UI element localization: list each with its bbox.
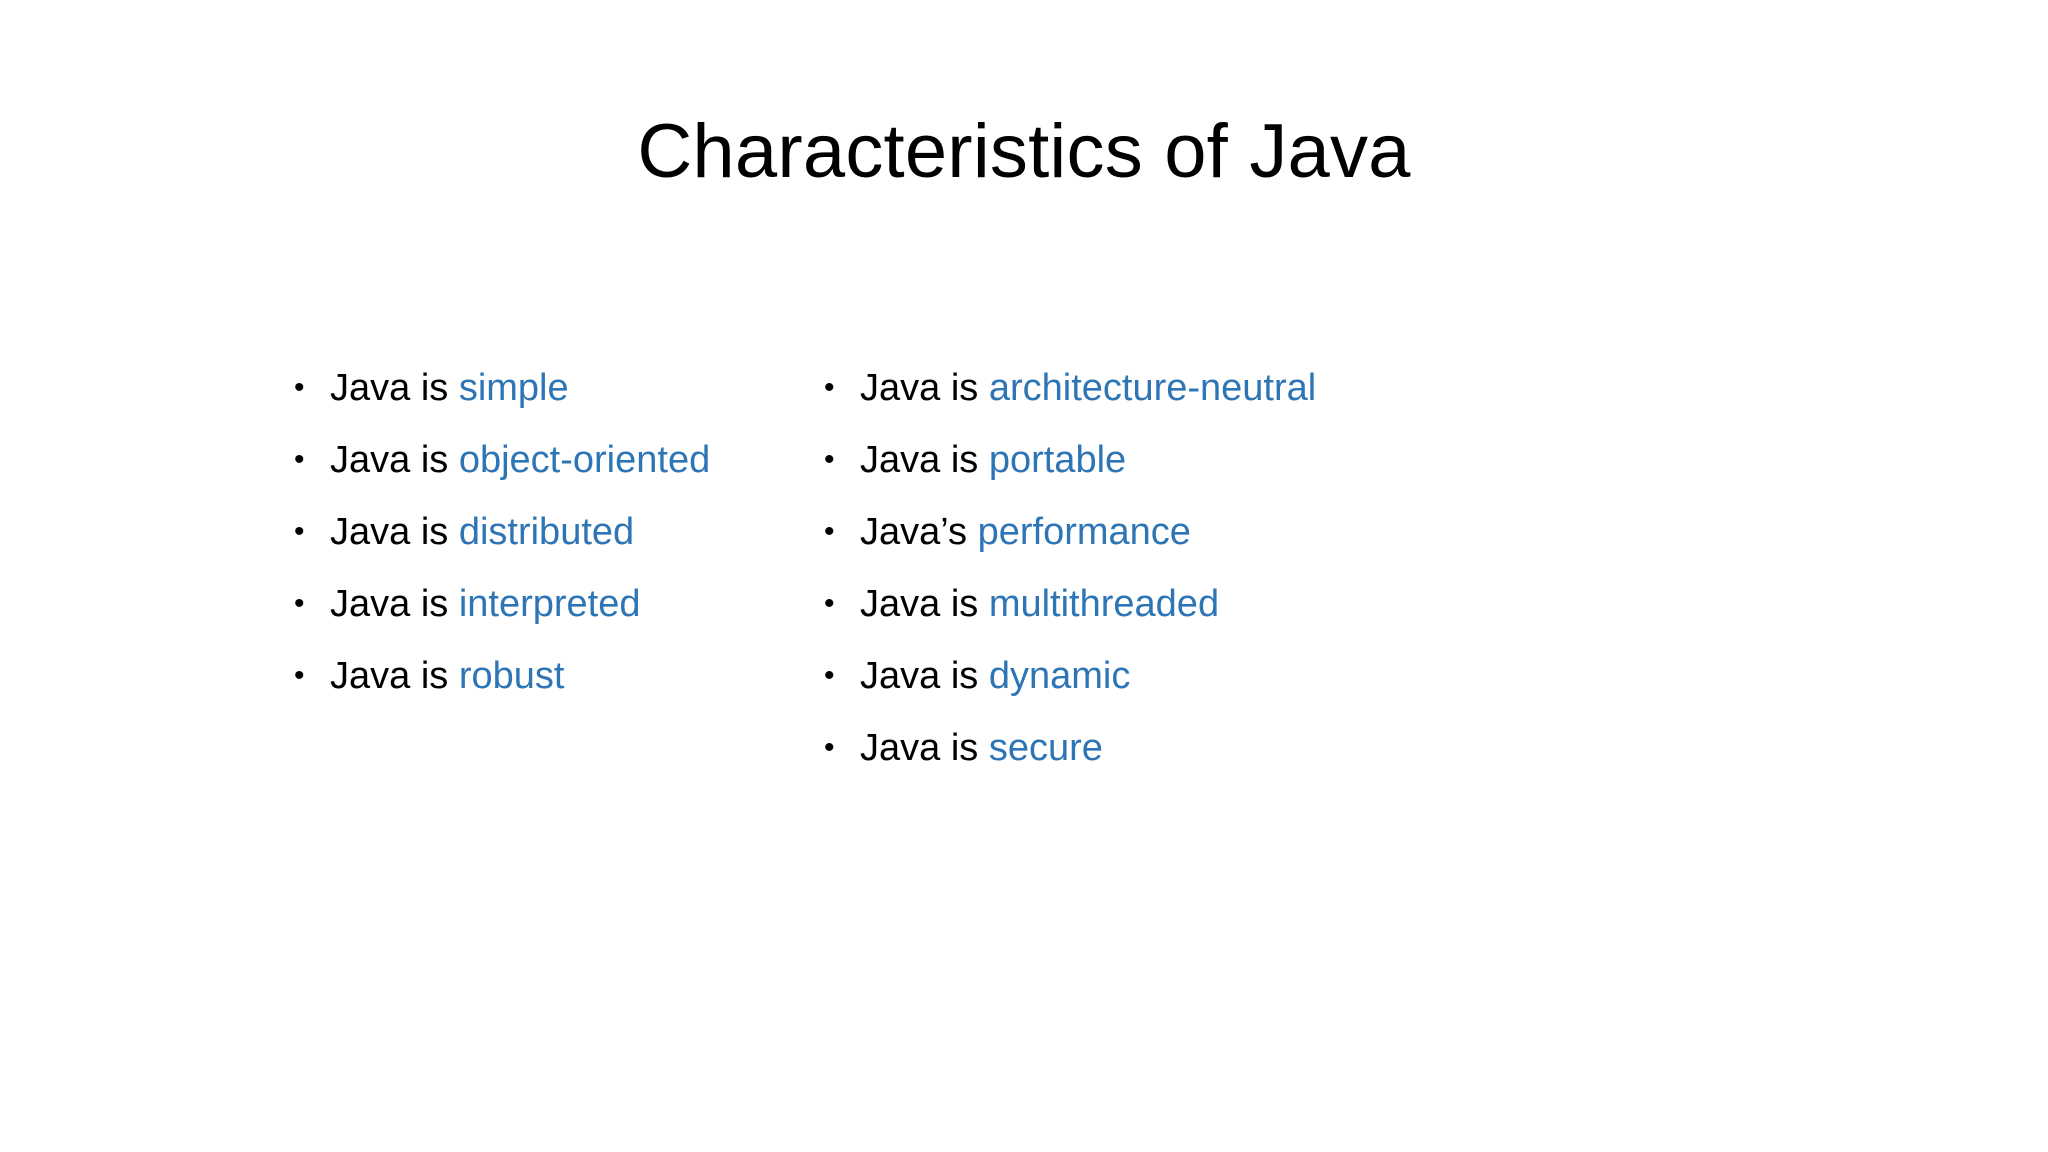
bullet-dot-icon: • bbox=[294, 587, 305, 620]
bullet-keyword: dynamic bbox=[988, 655, 1131, 697]
bullet-dot-icon: • bbox=[294, 659, 305, 692]
content-columns: • Java is simple • Java is object-oriented… bbox=[0, 352, 2048, 912]
bullet-keyword: interpreted bbox=[458, 583, 641, 625]
bullet-prefix: Java is bbox=[860, 439, 989, 481]
bullet-keyword: multithreaded bbox=[988, 583, 1220, 625]
bullet-dot-icon: • bbox=[294, 443, 305, 476]
bullet-list-right: • Java is architecture-neutral • Java is p… bbox=[822, 352, 1660, 784]
bullet-prefix: Java is bbox=[330, 655, 459, 697]
list-item[interactable]: • Java is object-oriented bbox=[292, 424, 760, 496]
list-item[interactable]: • Java is interpreted bbox=[292, 568, 760, 640]
bullet-column-left: • Java is simple • Java is object-oriented… bbox=[0, 352, 760, 712]
list-item[interactable]: • Java is portable bbox=[822, 424, 1660, 496]
bullet-column-right: • Java is architecture-neutral • Java is p… bbox=[760, 352, 1660, 784]
bullet-dot-icon: • bbox=[824, 443, 835, 476]
list-item[interactable]: • Java’s performance bbox=[822, 496, 1660, 568]
bullet-list-left: • Java is simple • Java is object-oriented… bbox=[292, 352, 760, 712]
bullet-prefix: Java is bbox=[330, 367, 459, 409]
bullet-prefix: Java is bbox=[860, 655, 989, 697]
bullet-dot-icon: • bbox=[824, 587, 835, 620]
bullet-keyword: performance bbox=[977, 511, 1191, 553]
bullet-keyword: simple bbox=[458, 367, 569, 409]
list-item[interactable]: • Java is dynamic bbox=[822, 640, 1660, 712]
bullet-prefix: Java is bbox=[860, 367, 989, 409]
bullet-dot-icon: • bbox=[824, 515, 835, 548]
bullet-prefix: Java is bbox=[330, 583, 459, 625]
bullet-dot-icon: • bbox=[824, 659, 835, 692]
bullet-dot-icon: • bbox=[824, 371, 835, 404]
bullet-dot-icon: • bbox=[824, 731, 835, 764]
bullet-keyword: secure bbox=[988, 727, 1103, 769]
bullet-keyword: robust bbox=[458, 655, 565, 697]
page-title: Characteristics of Java bbox=[637, 109, 1411, 194]
bullet-prefix: Java is bbox=[860, 727, 989, 769]
bullet-prefix: Java is bbox=[330, 439, 459, 481]
bullet-keyword: distributed bbox=[458, 511, 635, 553]
bullet-keyword: portable bbox=[988, 439, 1127, 481]
bullet-prefix: Java is bbox=[860, 583, 989, 625]
list-item[interactable]: • Java is secure bbox=[822, 712, 1660, 784]
bullet-prefix: Java is bbox=[330, 511, 459, 553]
list-item[interactable]: • Java is multithreaded bbox=[822, 568, 1660, 640]
list-item[interactable]: • Java is distributed bbox=[292, 496, 760, 568]
bullet-keyword: architecture-neutral bbox=[988, 367, 1317, 409]
list-item[interactable]: • Java is robust bbox=[292, 640, 760, 712]
bullet-dot-icon: • bbox=[294, 371, 305, 404]
bullet-dot-icon: • bbox=[294, 515, 305, 548]
list-item[interactable]: • Java is architecture-neutral bbox=[822, 352, 1660, 424]
list-item[interactable]: • Java is simple bbox=[292, 352, 760, 424]
bullet-keyword: object-oriented bbox=[458, 439, 711, 481]
bullet-prefix: Java’s bbox=[860, 511, 978, 553]
